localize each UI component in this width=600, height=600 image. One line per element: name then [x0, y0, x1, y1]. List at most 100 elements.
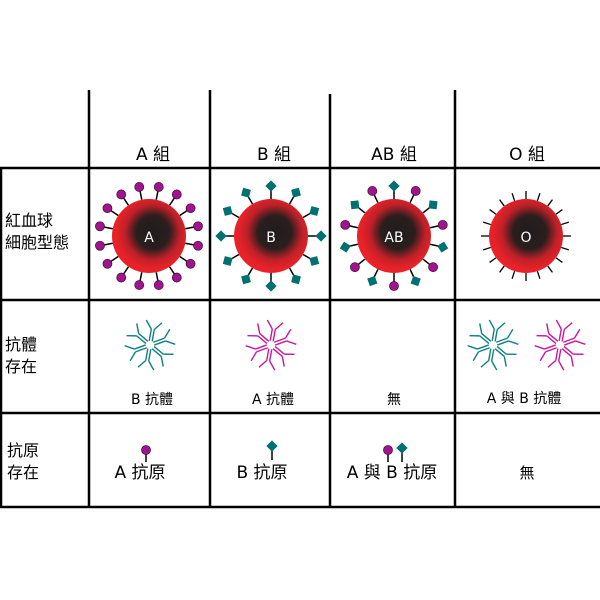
antigen	[288, 267, 301, 285]
stem	[496, 345, 507, 355]
antigen-text-o: 無	[519, 464, 534, 482]
antibody-y	[467, 344, 490, 362]
antibodies	[124, 319, 586, 371]
arm	[266, 319, 273, 330]
row-label-antibody-1: 抗體	[5, 335, 37, 354]
stem	[546, 335, 557, 345]
antigen-text-a: A 抗原	[114, 463, 165, 483]
stem	[134, 344, 146, 350]
a-antigen-head	[340, 219, 351, 230]
arm	[506, 328, 514, 339]
a-antigen-head	[428, 262, 438, 273]
antigen-text-ab: A 與 B 抗原	[347, 463, 438, 483]
row-labels: 紅血球 細胞型態 抗體 存在 抗原 存在	[5, 211, 69, 482]
antibody-y	[536, 323, 559, 345]
antigen	[153, 182, 164, 200]
antigen	[95, 240, 113, 251]
a-antigen-head	[171, 189, 182, 200]
antigen	[302, 253, 320, 266]
antigen	[185, 240, 203, 251]
arm	[247, 335, 258, 337]
b-antigen-head	[339, 241, 351, 253]
stem	[477, 344, 489, 350]
a-antigen-head	[141, 445, 151, 455]
b-antibody	[467, 319, 519, 371]
stem	[497, 340, 509, 346]
cell-letter-b: B	[266, 230, 276, 246]
antigen	[222, 253, 240, 266]
antigen	[367, 186, 379, 203]
stem	[496, 337, 508, 343]
antigen	[350, 258, 366, 273]
spike	[499, 199, 505, 207]
a-antigen-head	[102, 203, 113, 214]
row-label-antigen-1: 抗原	[7, 441, 39, 460]
antigen	[265, 180, 277, 199]
arm	[284, 353, 295, 355]
stem	[488, 348, 492, 361]
stem	[272, 329, 276, 342]
antibody-y	[547, 348, 565, 371]
antigen	[102, 255, 119, 269]
antigen	[422, 200, 438, 214]
antigen	[179, 255, 196, 269]
antigen	[429, 241, 449, 253]
spike	[489, 209, 497, 215]
arm	[488, 319, 495, 330]
b-antigen-head	[388, 180, 400, 192]
antigen	[302, 206, 320, 219]
header-a: A 組	[136, 145, 170, 165]
stem	[563, 337, 575, 343]
b-antigen-head	[241, 187, 251, 198]
b-antigen-head	[241, 274, 251, 285]
spike	[489, 257, 497, 263]
antibody-text-ab: 無	[387, 392, 401, 408]
cell-body	[489, 199, 563, 273]
antibody-y	[247, 323, 270, 345]
arm	[467, 345, 478, 350]
row-label-antibody-2: 存在	[5, 357, 37, 376]
a-antigen-head	[171, 272, 182, 283]
stem	[478, 347, 490, 353]
antigen	[241, 187, 254, 205]
stem	[494, 348, 505, 357]
spike	[511, 193, 516, 202]
antigen	[241, 267, 254, 285]
arm	[258, 359, 268, 368]
stem	[259, 333, 270, 342]
antigen	[185, 221, 203, 232]
antigen	[409, 186, 421, 203]
arm	[536, 335, 547, 337]
antibody-text-b: A 抗體	[252, 392, 294, 408]
arm	[124, 345, 135, 350]
b-antigen-head	[265, 280, 277, 292]
arm	[534, 345, 545, 350]
antibody-y	[561, 345, 584, 367]
arm	[257, 323, 261, 334]
stem	[151, 348, 162, 357]
b-antigen-head	[291, 274, 301, 285]
antigen	[153, 272, 164, 290]
antigen	[215, 230, 234, 242]
stem	[491, 349, 495, 362]
red-blood-cell-ab	[339, 180, 449, 291]
spike	[555, 257, 563, 263]
arm	[496, 322, 506, 331]
antibody-y	[126, 323, 149, 345]
arm	[126, 335, 137, 337]
red-blood-cells	[95, 180, 571, 292]
arm	[165, 340, 176, 345]
b-antigen-head	[428, 200, 438, 210]
b-antigen-head	[222, 256, 233, 266]
stem	[272, 348, 283, 357]
antigen	[116, 266, 130, 283]
antibody-y	[245, 344, 268, 362]
a-antigen-head	[193, 221, 203, 232]
cell-texts: A B AB O B 抗體 A 抗體 無 A 與 B 抗體 A 抗原 B 抗原 …	[114, 230, 561, 483]
antibody-y	[145, 319, 163, 342]
antibody-y	[124, 344, 147, 362]
b-antibody	[124, 319, 176, 371]
stem	[153, 337, 165, 343]
stem	[275, 340, 287, 346]
antigen	[389, 273, 399, 291]
